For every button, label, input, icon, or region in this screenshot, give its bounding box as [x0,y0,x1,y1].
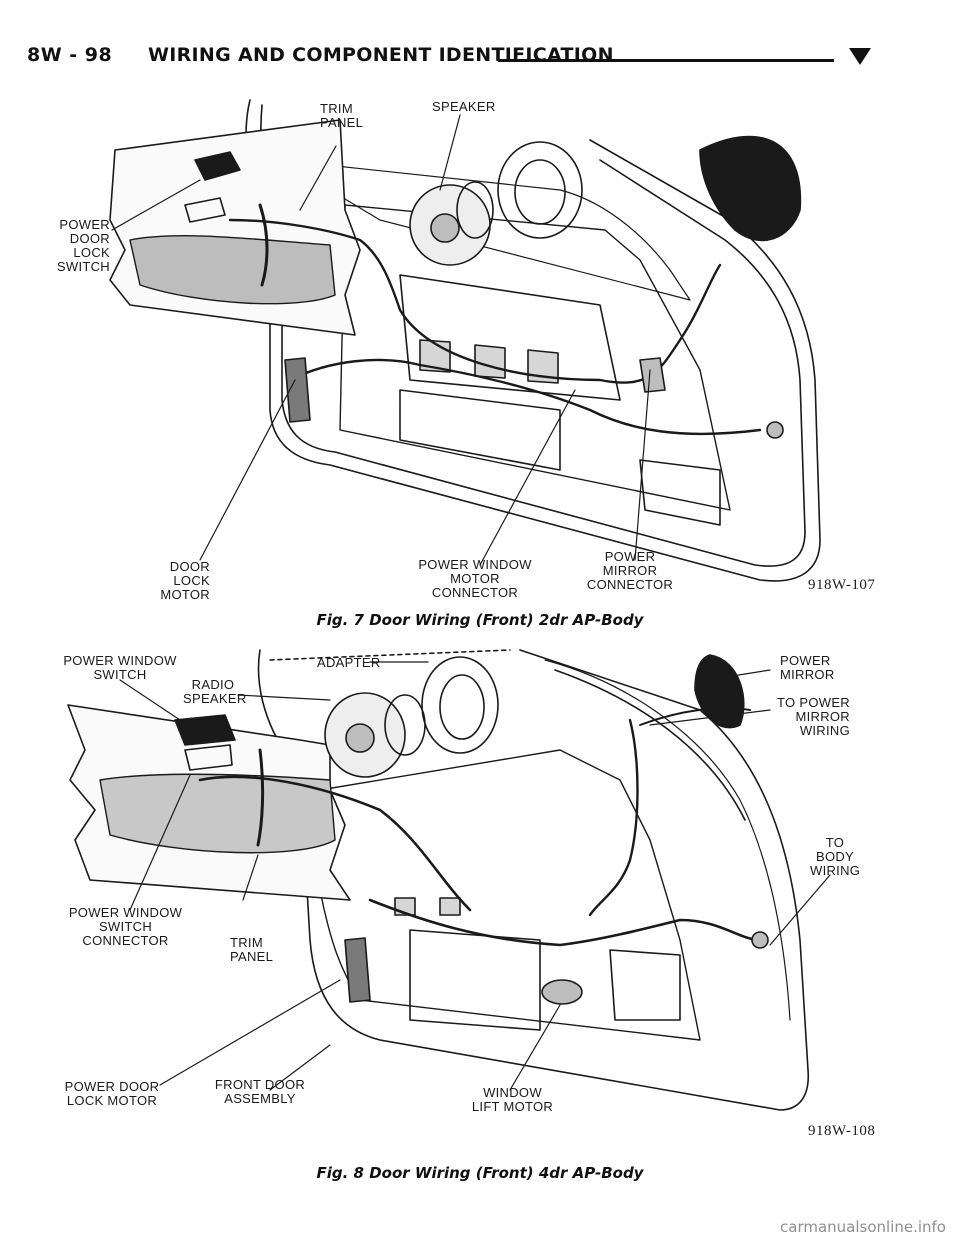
label-radio-speaker: RADIO SPEAKER [183,677,247,706]
label-power-window-switch: POWER WINDOW SWITCH [63,653,177,682]
label-power-door-lock-motor: POWER DOOR LOCK MOTOR [64,1079,160,1108]
figure-7-code: 918W-107 [808,577,876,593]
label-power-window-motor-connector: POWER WINDOW MOTOR CONNECTOR [418,557,532,600]
page-number: 8W - 98 [27,44,113,66]
label-window-lift-motor: WINDOW LIFT MOTOR [471,1085,554,1114]
door-wiring-4dr-illustration [67,649,831,1111]
label-power-mirror-connector: POWER MIRROR CONNECTOR [586,549,674,592]
page-header: 8W - 98 WIRING AND COMPONENT IDENTIFICAT… [0,0,960,80]
label-power-mirror: POWER MIRROR [780,653,835,682]
figure-7-caption: Fig. 7 Door Wiring (Front) 2dr AP-Body [316,611,644,629]
figure-7: TRIM PANEL SPEAKER POWER DOOR LOCK SWITC… [0,80,960,640]
figure-8-caption: Fig. 8 Door Wiring (Front) 4dr AP-Body [316,1164,644,1182]
figure-8: POWER WINDOW SWITCH ADAPTER RADIO SPEAKE… [0,640,960,1160]
label-door-lock-motor: DOOR LOCK MOTOR [160,559,210,602]
label-power-door-lock-switch: POWER DOOR LOCK SWITCH [56,217,110,274]
watermark: carmanualsonline.info [780,1218,946,1236]
label-trim-panel: TRIM PANEL [320,101,364,130]
label-speaker: SPEAKER [432,99,496,114]
label-power-window-switch-connector: POWER WINDOW SWITCH CONNECTOR [68,905,183,948]
label-to-body-wiring: TO BODY WIRING [810,835,861,878]
section-title: WIRING AND COMPONENT IDENTIFICATION [148,44,614,66]
down-triangle-icon [849,48,871,65]
header-rule [498,59,834,62]
label-trim-panel: TRIM PANEL [230,935,274,964]
label-to-power-mirror-wiring: TO POWER MIRROR WIRING [777,695,850,738]
label-adapter: ADAPTER [317,655,381,670]
door-wiring-2dr-illustration [109,99,821,582]
figure-8-code: 918W-108 [808,1123,876,1139]
label-front-door-assembly: FRONT DOOR ASSEMBLY [214,1077,306,1106]
